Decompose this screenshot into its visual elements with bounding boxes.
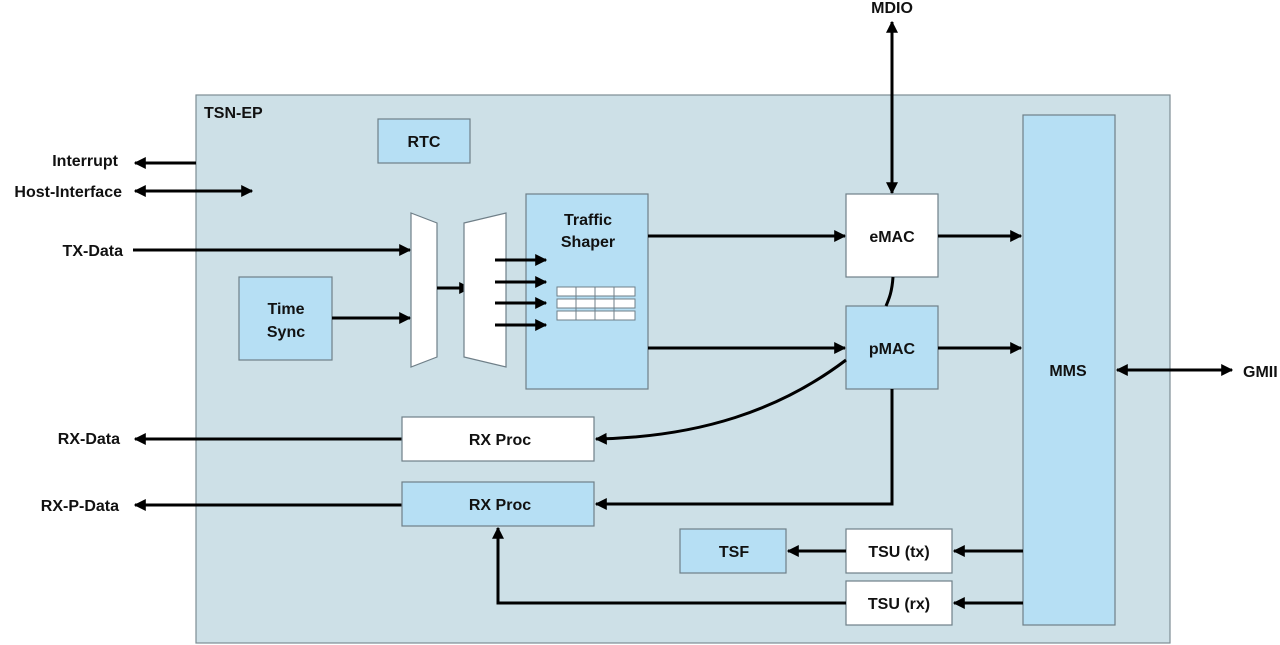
- demultiplexer: [463, 212, 507, 368]
- rtc-label: RTC: [408, 134, 441, 151]
- rtc-block: [377, 118, 471, 164]
- queue-buffer-row: [556, 298, 636, 309]
- queue-arrows: [495, 254, 548, 331]
- multiplexer: [410, 212, 438, 368]
- rx-proc-express-label: RX Proc: [469, 432, 531, 449]
- rx-p-data-label: RX-P-Data: [41, 498, 119, 515]
- traffic-shaper-label-line1: Traffic: [564, 212, 612, 229]
- pmac-label: pMAC: [869, 341, 916, 358]
- tsf-block: [679, 528, 787, 574]
- queue-buffer-row: [556, 286, 636, 297]
- mms-label: MMS: [1049, 363, 1087, 380]
- tx-data-label: TX-Data: [63, 243, 124, 260]
- queue-buffers: [556, 286, 636, 321]
- time-sync-label-line1: Time: [267, 301, 304, 318]
- emac-label: eMAC: [869, 229, 915, 246]
- mdio-label: MDIO: [871, 0, 913, 17]
- tsf-label: TSF: [719, 544, 749, 561]
- rx-data-label: RX-Data: [58, 431, 120, 448]
- gmii-label: GMII: [1243, 364, 1278, 381]
- emac-block: [845, 193, 939, 278]
- tsu-rx-label: TSU (rx): [868, 596, 930, 613]
- time-sync-label-line2: Sync: [267, 324, 305, 341]
- tsu-rx-block: [845, 580, 953, 626]
- pmac-to-rx-proc-preempt-arrow: [594, 389, 894, 510]
- time-sync-block: [238, 276, 333, 361]
- rx-proc-preempt-block: [401, 481, 595, 527]
- host-interface-label: Host-Interface: [14, 184, 122, 201]
- mms-block: [1022, 114, 1116, 626]
- rx-proc-express-block: [401, 416, 595, 462]
- traffic-shaper-label-line2: Shaper: [561, 234, 615, 251]
- emac-pmac-link: [884, 276, 895, 307]
- tsu-tx-block: [845, 528, 953, 574]
- tsn-ep-label: TSN-EP: [204, 105, 263, 122]
- queue-buffer-row: [556, 310, 636, 321]
- pmac-to-rx-proc-express-arrow: [594, 358, 847, 445]
- tsu-tx-label: TSU (tx): [868, 544, 929, 561]
- tsu-rx-to-rx-proc-arrow: [492, 526, 846, 605]
- interrupt-label: Interrupt: [52, 153, 118, 170]
- rx-proc-preempt-label: RX Proc: [469, 497, 531, 514]
